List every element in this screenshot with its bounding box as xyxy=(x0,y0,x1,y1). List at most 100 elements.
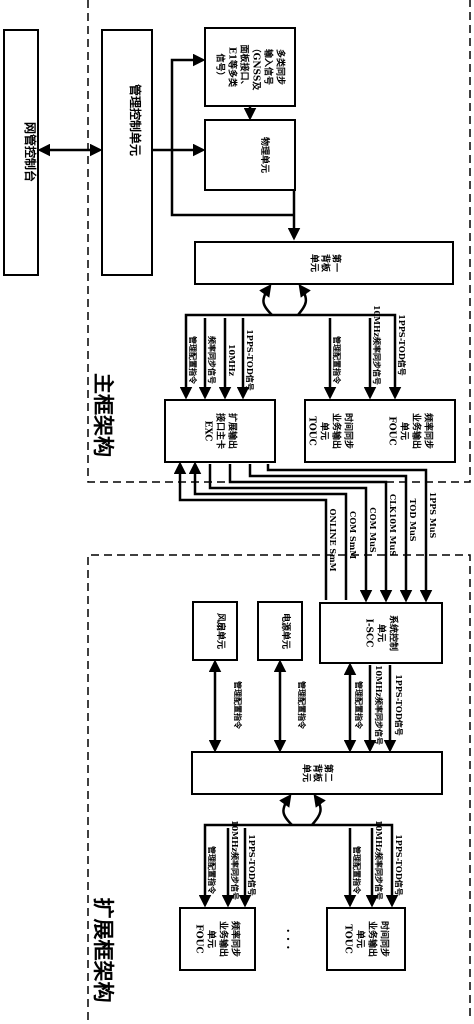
ext-fan-mgmt-label: 管理配置指令 xyxy=(233,681,243,730)
inter-frame-buses xyxy=(173,461,433,603)
ext-power-mgmt-label: 管理配置指令 xyxy=(297,681,307,730)
touc-main-line-3: TOUC xyxy=(307,416,317,446)
ellipsis-dots: · · · xyxy=(281,929,295,950)
touc-main-line-3: FOUC xyxy=(387,416,397,445)
fouc-line-1: 业务输出 xyxy=(218,921,230,957)
management-bus-line xyxy=(152,53,206,152)
input-line-0: 多类同步 xyxy=(275,49,287,85)
input-line-1: 输入信号 xyxy=(263,49,275,85)
iscc-line-1: 单元 xyxy=(376,624,388,642)
touc-main-line-0: 时间同步 xyxy=(343,413,355,449)
input-line-4: E1等多类 xyxy=(227,47,239,88)
expansion-lower-links xyxy=(198,793,399,908)
expansion-frame xyxy=(87,554,471,1020)
exc-line-1: 接口主卡 xyxy=(215,413,227,449)
main-bp-line-2: 单元 xyxy=(309,254,321,272)
ext-touc-pps-label: 1PPS-TOD信号 xyxy=(394,834,404,896)
input-line-3: 面板接口、 xyxy=(239,44,251,89)
input-line-5: 信号） xyxy=(215,53,227,80)
touc-ext-line-3: TOUC xyxy=(343,924,353,954)
fouc-line-2: 单元 xyxy=(206,930,218,948)
ext-bp-line-0: 第二 xyxy=(323,764,335,782)
ext-iscc-10mhz-label: 10MHz频率同步信号 xyxy=(374,665,384,745)
expansion-lower-labels: 管理配置指令 10MHz频率同步信号 1PPS-TOD信号 管理配置指令 10M… xyxy=(207,820,404,900)
main-frame-title: 主框架构 xyxy=(91,373,116,457)
management-unit-box: 管理控制单元 xyxy=(101,29,153,276)
touc-main-line-2: 单元 xyxy=(399,422,411,440)
expansion-frame-title: 扩展框架构 xyxy=(91,898,116,1003)
exc-line-0: 扩展输出 xyxy=(227,413,239,449)
input-line-2: （GNSS及 xyxy=(251,44,262,92)
bus-com-sm-label: COM SmM xyxy=(348,511,358,559)
touc-main-line-1: 业务输出 xyxy=(411,413,423,449)
touc-ext-line-1: 业务输出 xyxy=(367,921,379,957)
fouc-line-0: 频率同步 xyxy=(230,921,242,957)
ext-touc-mgmt-label: 管理配置指令 xyxy=(352,846,362,895)
bus-labels: ONLINE SmM COM SmM COM MuS CLK10M MuS TO… xyxy=(328,492,438,572)
switch-unit-box: 物理单元 xyxy=(204,119,296,191)
fouc-line-3: FOUC xyxy=(194,924,204,953)
power-unit-label: 电源单元 xyxy=(280,613,292,649)
iscc-line-0: 系统控制 xyxy=(388,615,400,651)
main-backplane-links xyxy=(179,283,402,400)
bus-online-label: ONLINE SmM xyxy=(328,509,338,572)
expansion-frame-label: 扩展框架构 xyxy=(91,898,116,1003)
main-frame-label: 主框架构 xyxy=(91,373,116,457)
ext-bp-line-2: 单元 xyxy=(301,764,313,782)
ext-fouc-10mhz-label: 10MHz频率同步信号 xyxy=(230,820,240,900)
network-console-label: 网管控制台 xyxy=(23,122,38,182)
touc-main-line-1: 业务输出 xyxy=(331,413,343,449)
main-mgmt-cfg-left: 管理配置指令 xyxy=(188,336,198,385)
main-mgmt-cfg-right: 管理配置指令 xyxy=(332,336,342,385)
touc-ext-line-2: 单元 xyxy=(355,930,367,948)
fan-unit-label: 风扇单元 xyxy=(215,613,227,649)
switch-unit-label: 物理单元 xyxy=(259,137,271,173)
ext-iscc-mgmt-label: 管理配置指令 xyxy=(354,681,364,730)
main-bp-line-0: 第一 xyxy=(331,254,343,272)
touc-ext-line-0: 时间同步 xyxy=(379,921,391,957)
iscc-line-2: I-SCC xyxy=(364,619,374,648)
bus-com-label: COM MuS xyxy=(368,507,378,553)
main-pps-tod-right: 1PPS-TOD信号 xyxy=(397,314,407,376)
expansion-upper-links xyxy=(208,659,397,753)
bus-tod-label: TOD MuS xyxy=(408,498,418,541)
expansion-upper-labels: 管理配置指令 管理配置指令 管理配置指令 10MHz频率同步信号 1PPS-TO… xyxy=(233,665,404,745)
bus-1pps-label: 1PPS MuS xyxy=(428,492,438,539)
fan-unit-box: 风扇单元 xyxy=(192,601,238,661)
touc-main-line-2: 单元 xyxy=(319,422,331,440)
ext-touc-10mhz-label: 10MHz频率同步信号 xyxy=(374,820,384,900)
main-10mhz-label: 10MHz xyxy=(227,344,237,377)
main-pps-tod-left: 1PPS-TOD信号 xyxy=(245,329,255,391)
main-frame xyxy=(87,0,471,483)
ext-fouc-pps-label: 1PPS-TOD信号 xyxy=(247,834,257,896)
bus-clk-label: CLK10M MuS xyxy=(388,494,398,556)
main-bp-line-1: 背板 xyxy=(320,254,332,273)
ext-fouc-mgmt-label: 管理配置指令 xyxy=(207,846,217,895)
ext-iscc-pps-label: 1PPS-TOD信号 xyxy=(394,674,404,736)
main-freq-sync-label: 频率同步信号 xyxy=(207,336,217,384)
management-unit-label: 管理控制单元 xyxy=(128,84,143,156)
main-signal-labels: 管理配置指令 频率同步信号 10MHz 1PPS-TOD信号 管理配置指令 10… xyxy=(188,305,407,391)
ext-bp-line-1: 背板 xyxy=(312,764,324,783)
management-backplane-line xyxy=(170,150,294,217)
main-10mhz-freq-label: 10MHz频率同步信号 xyxy=(372,305,382,385)
touc-main-line-0: 频率同步 xyxy=(423,413,435,449)
power-unit-box: 电源单元 xyxy=(257,601,303,661)
